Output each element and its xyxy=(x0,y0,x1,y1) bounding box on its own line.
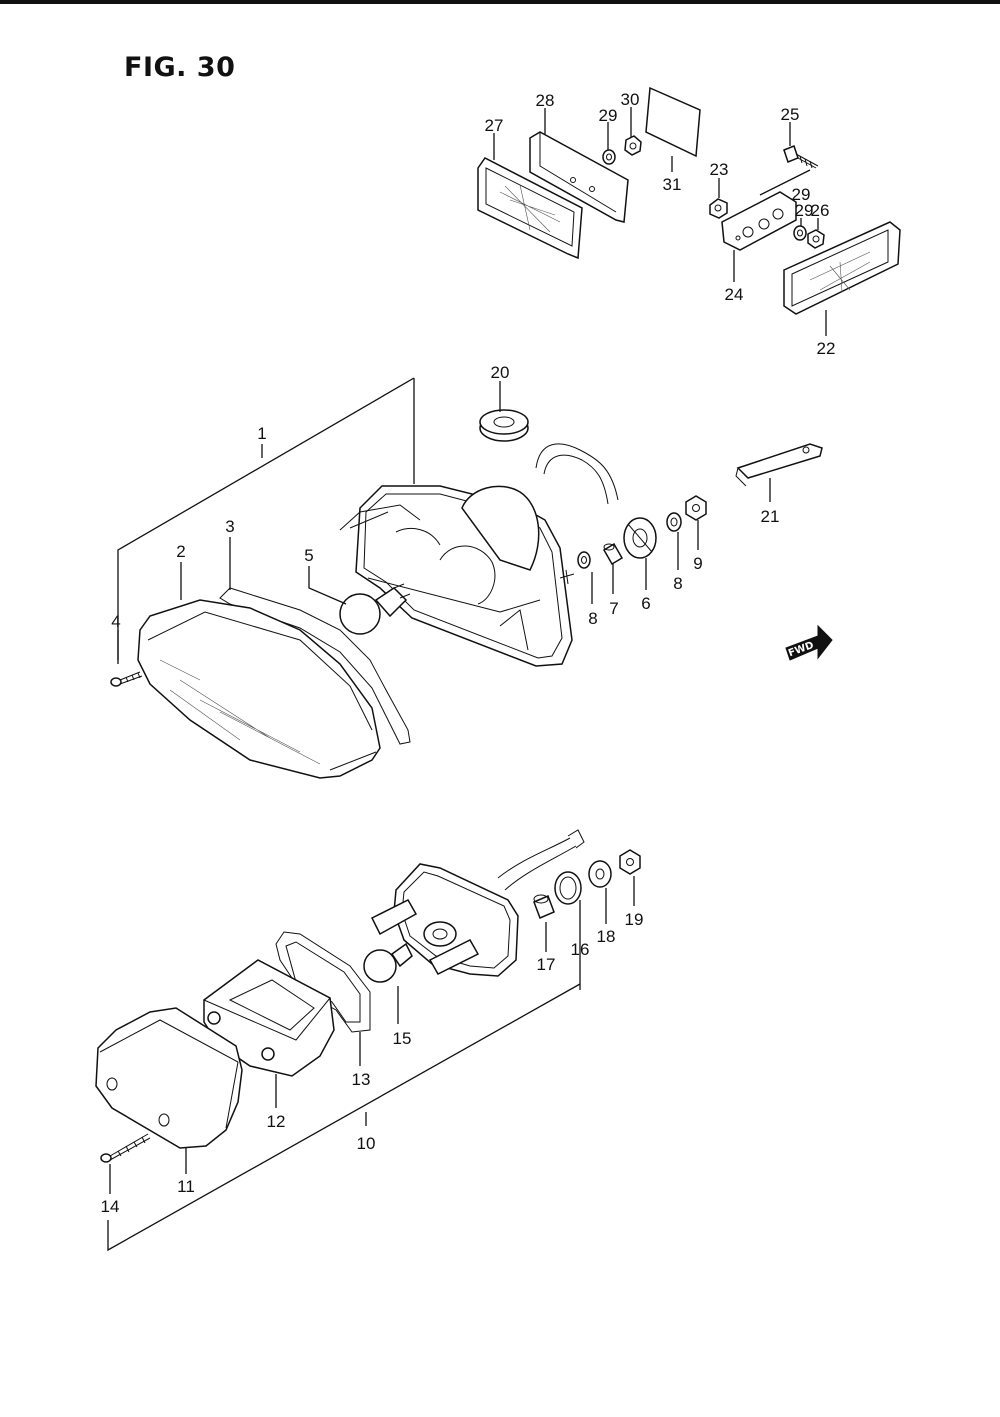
callout-19: 19 xyxy=(625,910,644,929)
bracket-21 xyxy=(735,443,823,487)
callout-8-right: 8 xyxy=(673,574,682,593)
callout-26: 26 xyxy=(811,201,830,220)
callout-29-right-top: 29 xyxy=(792,185,811,204)
callout-30: 30 xyxy=(621,90,640,109)
screw-14 xyxy=(100,1133,151,1163)
callout-5: 5 xyxy=(304,546,313,565)
collar-17 xyxy=(533,894,555,919)
tail-light-housing xyxy=(339,443,619,667)
screw-4 xyxy=(110,671,143,687)
lens-2 xyxy=(137,599,381,779)
callout-18: 18 xyxy=(597,927,616,946)
nut-30 xyxy=(624,135,642,156)
seal-3 xyxy=(219,587,411,745)
callout-2: 2 xyxy=(176,542,185,561)
callout-29-right: 29 xyxy=(795,201,814,220)
callout-25: 25 xyxy=(781,105,800,124)
callout-7: 7 xyxy=(609,599,618,618)
nut-19 xyxy=(619,849,641,875)
washer-29-top xyxy=(602,149,616,165)
grommet-16 xyxy=(554,871,582,905)
callout-16: 16 xyxy=(571,940,590,959)
page-top-border xyxy=(0,0,1000,4)
callout-24: 24 xyxy=(725,285,744,304)
bulb-15 xyxy=(363,942,413,983)
callout-6: 6 xyxy=(641,594,650,613)
callout-29: 29 xyxy=(599,106,618,125)
reflector-left-27 xyxy=(477,157,583,260)
nut-9 xyxy=(685,495,707,521)
callout-4: 4 xyxy=(111,612,120,631)
fwd-label: FWD xyxy=(787,640,815,659)
socket-6 xyxy=(623,517,657,559)
callout-14: 14 xyxy=(101,1197,120,1216)
reflector-pad-28 xyxy=(529,131,629,223)
callout-21: 21 xyxy=(761,507,780,526)
callout-9: 9 xyxy=(693,554,702,573)
callout-labels: 27 28 29 30 31 25 23 29 29 26 24 22 20 2… xyxy=(101,90,836,1216)
callout-13: 13 xyxy=(352,1070,371,1089)
washer-29-right xyxy=(793,225,807,241)
grommet-20 xyxy=(479,409,529,442)
pad-31 xyxy=(645,86,701,158)
callout-1: 1 xyxy=(257,424,266,443)
cover-11 xyxy=(95,1007,243,1149)
nut-26 xyxy=(807,229,825,249)
collar-7 xyxy=(602,542,624,566)
callout-8-left: 8 xyxy=(588,609,597,628)
callout-15: 15 xyxy=(393,1029,412,1048)
callout-22: 22 xyxy=(817,339,836,358)
callout-28: 28 xyxy=(536,91,555,110)
callout-23: 23 xyxy=(710,160,729,179)
callout-12: 12 xyxy=(267,1112,286,1131)
callout-27: 27 xyxy=(485,116,504,135)
callout-3: 3 xyxy=(225,517,234,536)
callout-31: 31 xyxy=(663,175,682,194)
screw-25 xyxy=(783,145,819,169)
callout-20: 20 xyxy=(491,363,510,382)
callout-11: 11 xyxy=(177,1177,195,1196)
callout-17: 17 xyxy=(537,955,556,974)
leader-lines xyxy=(107,107,827,1252)
reflector-right-22 xyxy=(783,221,901,315)
bracket-24 xyxy=(721,191,797,251)
washer-18 xyxy=(588,860,612,888)
fwd-badge: FWD xyxy=(785,624,833,661)
bulb-5 xyxy=(339,583,411,635)
license-light-housing xyxy=(370,829,585,977)
callout-10: 10 xyxy=(357,1134,376,1153)
washer-8-left xyxy=(577,551,591,569)
figure-title: FIG. 30 xyxy=(124,52,236,83)
nut-23 xyxy=(709,198,728,219)
washer-8-right xyxy=(666,512,682,532)
